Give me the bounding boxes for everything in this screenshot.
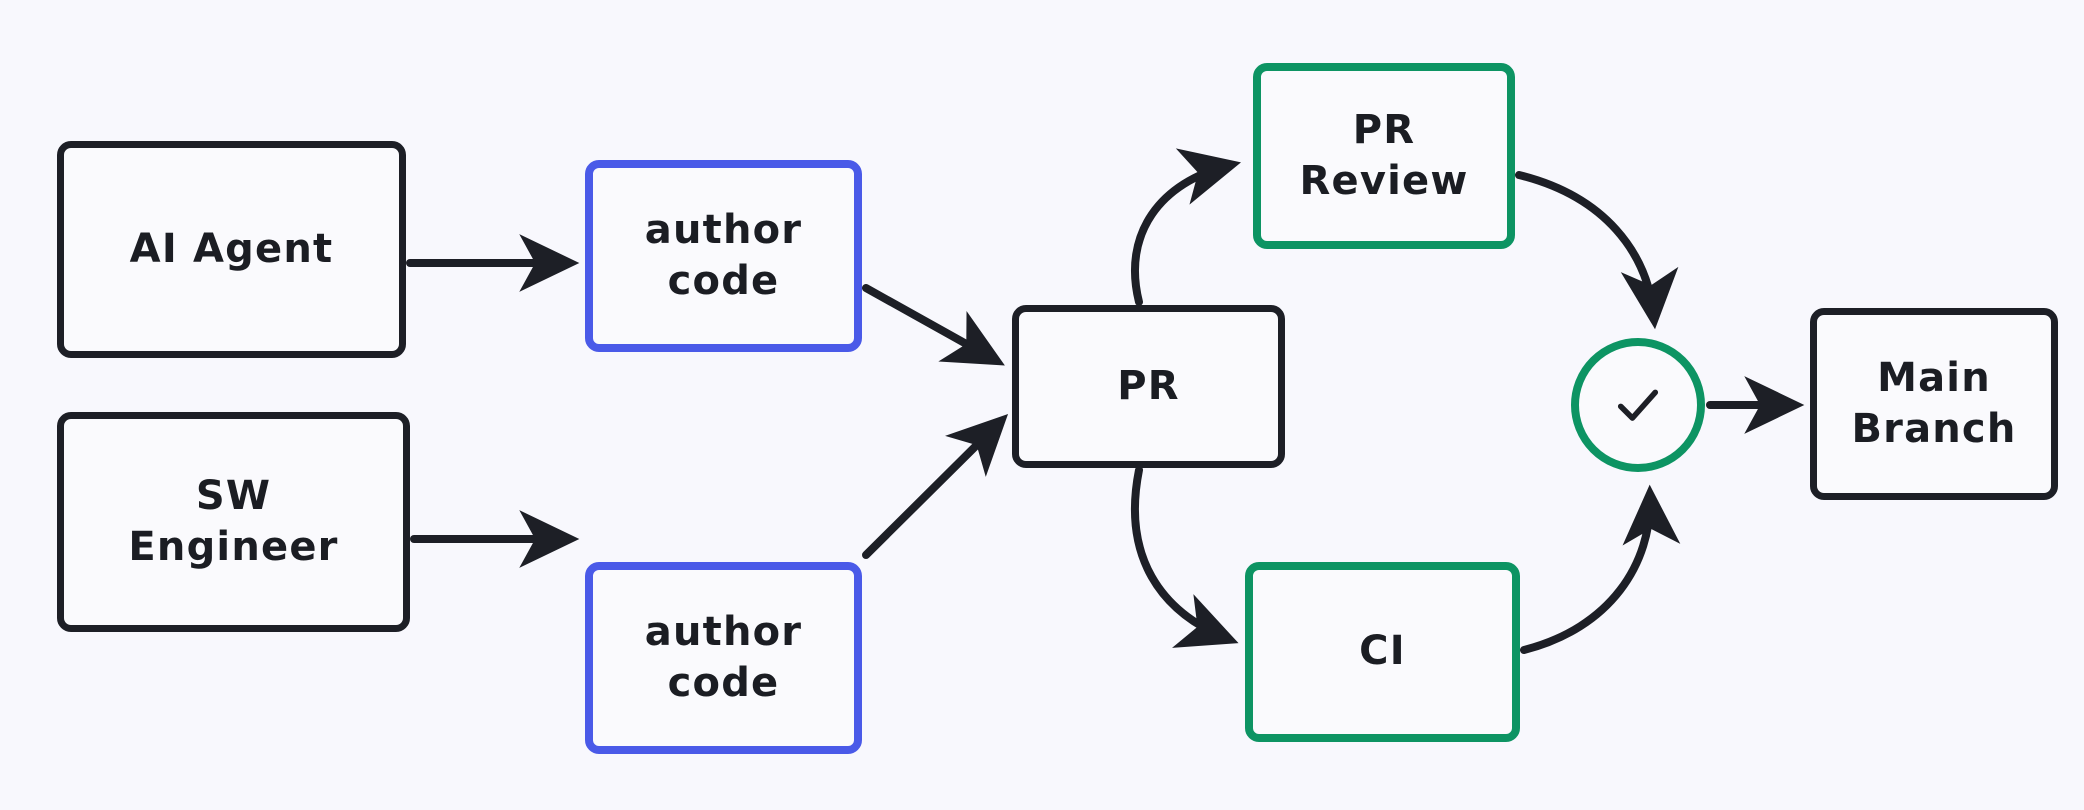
node-pr-review[interactable]: PR Review: [1253, 63, 1515, 249]
edge-pr-review-to-check: [1515, 171, 1679, 330]
node-pr[interactable]: PR: [1012, 305, 1285, 468]
node-pr-review-label: PR Review: [1299, 106, 1469, 204]
node-main-branch[interactable]: Main Branch: [1810, 308, 2058, 500]
check-icon: [1610, 377, 1666, 433]
node-author-code-engineer[interactable]: author code: [585, 562, 862, 754]
node-ci[interactable]: CI: [1245, 562, 1520, 742]
edge-ci-to-check: [1520, 484, 1681, 654]
node-author-code-agent[interactable]: author code: [585, 160, 862, 352]
node-ci-label: CI: [1359, 628, 1406, 675]
node-author-code-engineer-label: author code: [644, 608, 803, 706]
node-ai-agent[interactable]: AI Agent: [57, 141, 406, 358]
edge-author-code-engineer-to-pr: [862, 414, 1009, 559]
edge-pr-to-ci: [1131, 466, 1239, 648]
node-sw-engineer[interactable]: SW Engineer: [57, 412, 410, 632]
node-merge-check[interactable]: [1571, 338, 1705, 472]
node-sw-engineer-label: SW Engineer: [128, 472, 339, 570]
node-main-branch-label: Main Branch: [1851, 354, 2017, 452]
edge-author-code-agent-to-pr: [862, 284, 1005, 366]
edge-pr-to-pr-review: [1131, 148, 1242, 306]
node-ai-agent-label: AI Agent: [129, 225, 334, 272]
node-pr-label: PR: [1117, 362, 1180, 409]
node-author-code-agent-label: author code: [644, 206, 803, 304]
